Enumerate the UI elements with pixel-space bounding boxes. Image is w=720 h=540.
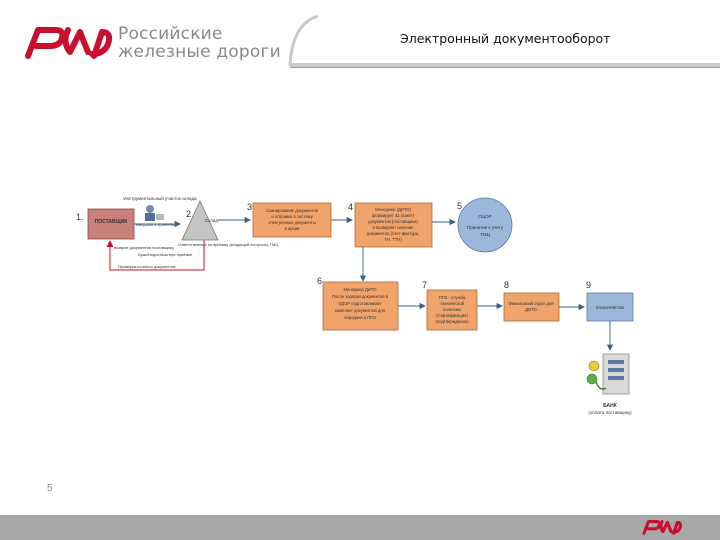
step-2-triangle bbox=[181, 200, 219, 241]
bottom-note: Проверка полноты документов bbox=[118, 264, 175, 269]
step-7-line: политики bbox=[443, 307, 461, 312]
step-7-line: ППЗ - служба bbox=[439, 295, 466, 300]
step-4-line: и проверяет наличие bbox=[372, 225, 414, 230]
step-7-line: (Сертификация) bbox=[436, 313, 468, 318]
header-rule-accent bbox=[290, 67, 720, 68]
step-9-label: Казначейство bbox=[596, 304, 625, 310]
return-label-left: возврат документов поставщику bbox=[114, 245, 174, 250]
warehouse-worker-icon bbox=[145, 205, 164, 221]
step-7-box bbox=[426, 289, 478, 331]
step-2-receiving-note: Выгрузка и хранение bbox=[136, 222, 176, 227]
step-4-line: Менеджер (ДИТО) bbox=[375, 207, 411, 212]
step-6-text: Менеджер ДИТО После зарядки документов в… bbox=[332, 287, 389, 320]
step-5-line: ОЦОР bbox=[478, 214, 491, 219]
step-3-line: и отправка в систему bbox=[271, 214, 313, 219]
footer-rzd-logo bbox=[642, 520, 683, 535]
step-9-box bbox=[586, 292, 634, 322]
step-3-text: Сканирование документов и отправка в сис… bbox=[266, 208, 319, 231]
brand-line-2: железные дороги bbox=[118, 42, 281, 62]
page-title: Электронный документооборот bbox=[400, 31, 611, 46]
step-6-number: 6 bbox=[317, 276, 322, 286]
step-5-circle bbox=[457, 197, 513, 253]
step-8-number: 8 bbox=[504, 280, 509, 290]
step-2-label: Склад bbox=[205, 218, 218, 223]
step-1-number: 1. bbox=[76, 212, 84, 222]
step-4-number: 4 bbox=[348, 202, 353, 212]
step-2-responsible-note: Ответственные за приёмку (входящий контр… bbox=[178, 242, 278, 247]
step-1-box bbox=[87, 208, 135, 240]
return-label-mid: Брак/Недостача при приёмке bbox=[138, 252, 193, 257]
step-7-number: 7 bbox=[422, 280, 427, 290]
step-8-line: Финансовый отдел для bbox=[508, 301, 553, 306]
step-7-line: технической bbox=[440, 301, 465, 306]
rzd-logo bbox=[25, 27, 113, 59]
step-2-top-label: Инструментальный участок склада bbox=[123, 195, 197, 201]
step-4-line: формирует 41 (пакет) bbox=[372, 213, 415, 218]
step-4-text: Менеджер (ДИТО) формирует 41 (пакет) док… bbox=[367, 207, 419, 242]
step-6-line: После зарядки документов в bbox=[332, 294, 389, 299]
header-rule bbox=[290, 63, 720, 67]
step-7-line: (подтверждение) bbox=[435, 319, 469, 324]
header-corner-decoration bbox=[288, 14, 319, 67]
step-3-number: 3 bbox=[247, 202, 252, 212]
step-4-line: ТН, ТТН) bbox=[384, 237, 402, 242]
step-5-number: 5 bbox=[457, 201, 462, 211]
step-5-line: Принятие к учету bbox=[467, 225, 504, 230]
bank-sublabel: (оплата поставщику) bbox=[588, 410, 632, 415]
step-2-number: 2 bbox=[186, 209, 191, 219]
step-8-line: ДИТО bbox=[525, 307, 537, 312]
step-3-box bbox=[252, 202, 332, 238]
step-6-line: ЭДОР подготавливает bbox=[338, 301, 381, 306]
step-6-line: комплект документов для bbox=[335, 308, 385, 313]
step-3-line: в архив bbox=[285, 226, 300, 231]
bank-label: БАНК bbox=[603, 403, 618, 409]
brand-line-1: Российские bbox=[118, 24, 223, 44]
step-7-text: ППЗ - служба технической политики (Серти… bbox=[435, 295, 469, 324]
step-3-line: Сканирование документов bbox=[266, 208, 319, 213]
step-4-line: документов (поставщика) bbox=[368, 219, 418, 224]
bank-icon bbox=[586, 353, 630, 395]
footer-bar bbox=[0, 515, 720, 540]
step-5-line: ТМЦ bbox=[480, 232, 490, 237]
step-9-number: 9 bbox=[586, 280, 591, 290]
step-4-line: документов (счет-фактура, bbox=[367, 231, 419, 236]
step-3-line: электронные документы bbox=[268, 220, 316, 225]
page-number: 5 bbox=[47, 483, 53, 494]
step-6-line: Менеджер ДИТО bbox=[344, 287, 378, 292]
step-6-box bbox=[322, 281, 399, 331]
step-1-label: ПОСТАВЩИК bbox=[95, 219, 129, 225]
step-4-box bbox=[354, 202, 433, 248]
return-arrow bbox=[106, 240, 205, 271]
step-8-box bbox=[503, 292, 560, 322]
step-6-line: передачи в ППЗ bbox=[344, 315, 376, 320]
